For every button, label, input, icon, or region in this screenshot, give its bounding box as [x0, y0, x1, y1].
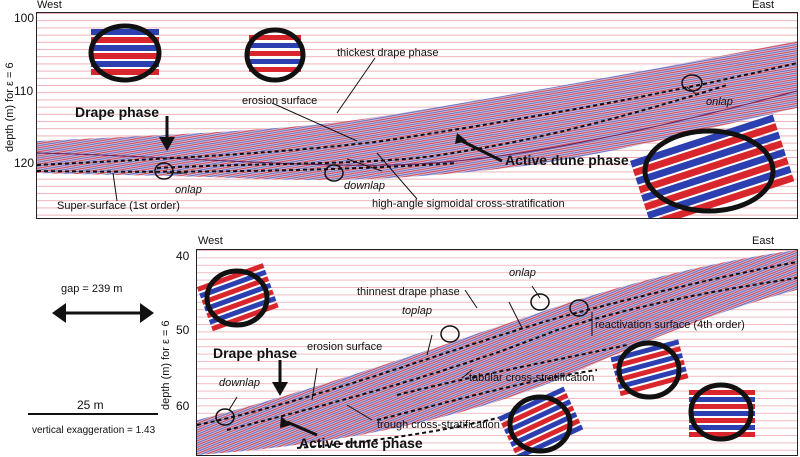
top-erosion-surface-label: erosion surface: [242, 95, 318, 107]
bottom-inset-4: [688, 382, 755, 442]
bottom-y-axis-label: depth (m) for ε = 6: [160, 320, 172, 410]
top-y-tick-100: 100: [14, 11, 35, 25]
bottom-radargram-graphic: [197, 250, 797, 455]
top-radargram-panel: thickest drape phase erosion surface Dra…: [36, 12, 798, 219]
bottom-inset-3: [498, 386, 584, 455]
top-inset-2: [244, 27, 306, 83]
bottom-erosion-surface-label: erosion surface: [307, 341, 383, 353]
top-onlap-left-label: onlap: [175, 184, 202, 196]
bottom-trough-label: trough cross-stratification: [377, 419, 500, 431]
top-radargram-graphic: [37, 13, 797, 218]
bottom-y-tick-50: 50: [176, 323, 190, 337]
gap-double-arrow-icon: [52, 303, 154, 323]
bottom-y-tick-40: 40: [176, 249, 190, 263]
top-y-tick-110: 110: [14, 84, 34, 98]
top-downlap-label: downlap: [344, 180, 385, 192]
top-west-label: West: [37, 0, 62, 11]
bottom-y-tick-60: 60: [176, 399, 190, 413]
gap-label: gap = 239 m: [61, 283, 123, 295]
bottom-thinnest-drape-label: thinnest drape phase: [357, 286, 460, 298]
bottom-reactivation-label: reactivation surface (4th order): [595, 319, 745, 331]
bottom-east-label: East: [752, 235, 775, 247]
vertical-exaggeration-label: vertical exaggeration = 1.43: [32, 425, 156, 436]
bottom-active-dune-label: Active dune phase: [299, 435, 423, 451]
top-inset-1: [88, 23, 162, 83]
bottom-tabular-label: tabular cross-stratification: [469, 372, 595, 384]
top-east-label: East: [752, 0, 775, 11]
top-drape-phase-label: Drape phase: [75, 104, 160, 120]
top-y-tick-120: 120: [14, 156, 35, 170]
bottom-downlap-label: downlap: [219, 377, 260, 389]
top-super-surface-label: Super-surface (1st order): [57, 200, 180, 212]
bottom-inset-2: [610, 339, 689, 400]
top-thickest-drape-label: thickest drape phase: [337, 47, 439, 59]
bottom-inset-1: [197, 263, 279, 332]
top-onlap-right-label: onlap: [706, 96, 733, 108]
top-y-axis-label: depth (m) for ε = 6: [4, 62, 16, 152]
bottom-west-label: West: [198, 235, 223, 247]
top-high-angle-label: high-angle sigmoidal cross-stratificatio…: [372, 198, 565, 210]
bottom-drape-phase-label: Drape phase: [213, 345, 298, 361]
scale-label: 25 m: [77, 398, 104, 412]
scale-bar: [28, 413, 158, 415]
bottom-radargram-panel: onlap thinnest drape phase toplap reacti…: [196, 249, 798, 456]
top-inset-3: [630, 114, 795, 218]
bottom-onlap-label: onlap: [509, 267, 536, 279]
top-active-dune-label: Active dune phase: [505, 152, 629, 168]
bottom-toplap-label: toplap: [402, 305, 432, 317]
